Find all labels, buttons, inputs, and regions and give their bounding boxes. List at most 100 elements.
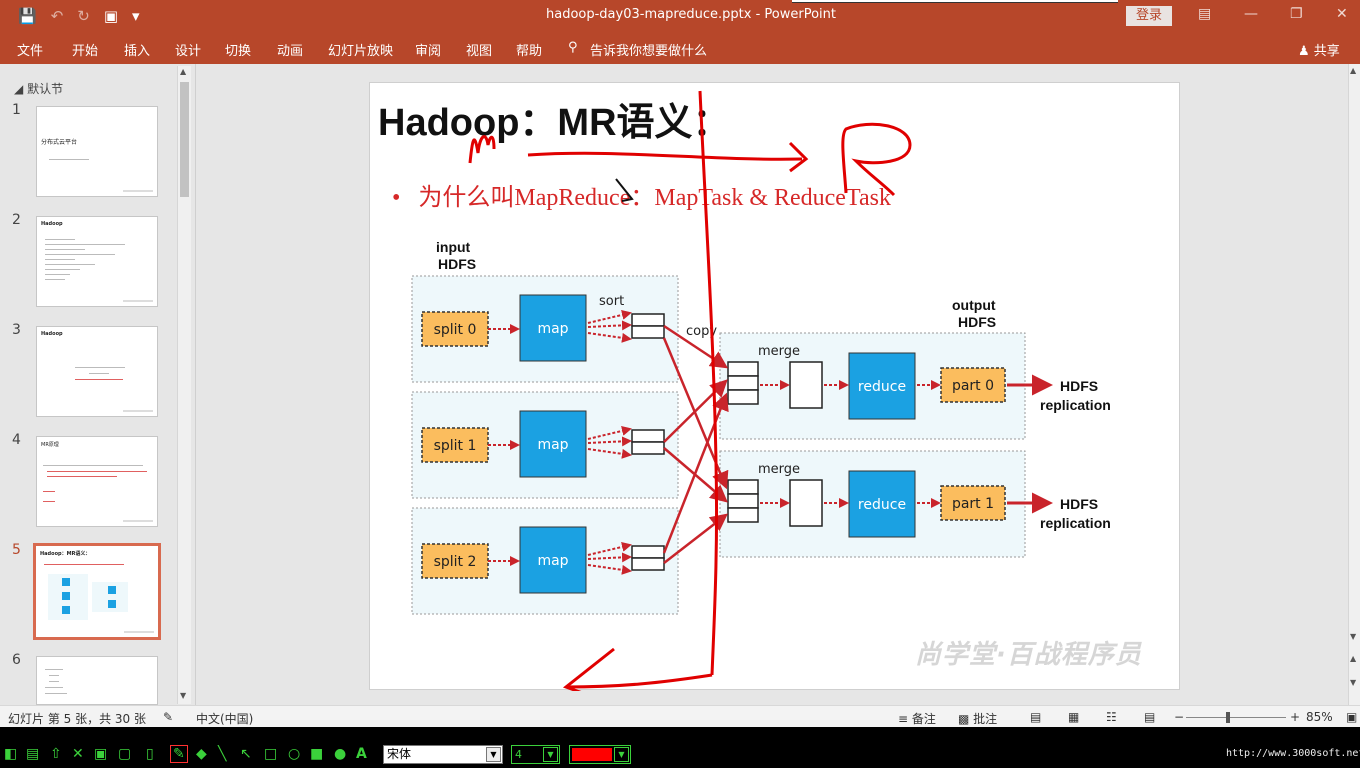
- fill-icon[interactable]: ◆: [196, 746, 207, 762]
- sort-buffer: [631, 313, 665, 327]
- slideshow-view-icon[interactable]: ▤: [1144, 710, 1156, 724]
- slide-thumbnail-4[interactable]: MR原理: [36, 436, 158, 527]
- slide-thumbnail-5[interactable]: Hadoop：MR语义：: [33, 543, 161, 640]
- slide-thumbnail-3[interactable]: Hadoop: [36, 326, 158, 417]
- next-slide-icon[interactable]: ▼: [1350, 678, 1357, 687]
- thumb-line: [45, 279, 65, 280]
- zoom-level[interactable]: 85%: [1306, 710, 1333, 724]
- line-icon[interactable]: ╲: [218, 746, 227, 762]
- pen-color-select[interactable]: ▼: [569, 745, 631, 764]
- eraser-icon[interactable]: ▯: [146, 746, 154, 762]
- login-button[interactable]: 登录: [1126, 6, 1172, 26]
- slide-thumbnail-1[interactable]: 分布式云平台: [36, 106, 158, 197]
- replication-label: HDFS: [1060, 378, 1098, 394]
- arrow: [587, 448, 632, 459]
- slide-sorter-icon[interactable]: ▦: [1068, 710, 1080, 724]
- tab-help[interactable]: 帮助: [516, 44, 543, 59]
- bullet-text: 为什么叫MapReduce：MapTask & ReduceTask: [418, 185, 891, 211]
- font-select[interactable]: 宋体 ▼: [383, 745, 503, 764]
- fit-slide-icon[interactable]: ▣: [1346, 710, 1358, 724]
- filled-rect-icon[interactable]: ■: [310, 746, 324, 762]
- tab-transitions[interactable]: 切换: [225, 44, 252, 59]
- normal-view-icon[interactable]: ▤: [1030, 710, 1042, 724]
- map-box: [519, 410, 587, 478]
- minimize-icon[interactable]: —: [1244, 6, 1258, 22]
- customize-qat-icon[interactable]: ▾: [132, 7, 140, 25]
- vendor-url[interactable]: http://www.3000soft.net: [1226, 748, 1360, 759]
- chevron-down-icon[interactable]: ▼: [543, 747, 558, 762]
- undo-icon[interactable]: ↶: [50, 7, 64, 25]
- tab-animations[interactable]: 动画: [277, 44, 304, 59]
- replication-label: replication: [1040, 397, 1111, 413]
- scroll-up-icon[interactable]: ▲: [1350, 66, 1357, 75]
- ribbon-display-icon[interactable]: ▤: [1198, 6, 1212, 22]
- scroll-thumb[interactable]: [180, 82, 189, 197]
- tell-me-search[interactable]: 告诉我你想要做什么: [590, 44, 708, 59]
- map-box: [519, 526, 587, 594]
- reading-view-icon[interactable]: ☷: [1106, 710, 1117, 724]
- present-icon[interactable]: ▣: [103, 7, 119, 25]
- upload-icon[interactable]: ⇧: [50, 746, 62, 762]
- title-bar: 💾 ↶ ↻ ▣ ▾ hadoop-day03-mapreduce.pptx - …: [0, 0, 1360, 33]
- tab-slideshow[interactable]: 幻灯片放映: [328, 44, 394, 59]
- text-tool-icon[interactable]: A: [356, 746, 367, 762]
- search-icon: ⚲: [568, 40, 578, 55]
- arrow-tool-icon[interactable]: ↖: [240, 746, 252, 762]
- tab-design[interactable]: 设计: [175, 44, 202, 59]
- thumb-line: [75, 379, 123, 380]
- thumb-line: [43, 465, 143, 466]
- scroll-down-icon[interactable]: ▼: [1350, 632, 1357, 641]
- prev-slide-icon[interactable]: ▲: [1350, 654, 1357, 663]
- zoom-in-icon[interactable]: +: [1290, 710, 1301, 724]
- spellcheck-icon[interactable]: ✎: [163, 710, 174, 724]
- restore-icon[interactable]: ❐: [1290, 6, 1303, 22]
- share-button[interactable]: ♟ 共享: [1298, 40, 1340, 59]
- merge-label: merge: [758, 462, 800, 477]
- close-icon[interactable]: ✕: [1336, 6, 1348, 22]
- slide-bullet[interactable]: •为什么叫MapReduce：MapTask & ReduceTask: [392, 177, 891, 212]
- merged-file: [789, 479, 823, 527]
- tab-view[interactable]: 视图: [466, 44, 493, 59]
- tab-home[interactable]: 开始: [72, 44, 99, 59]
- comments-button[interactable]: ▩ 批注: [958, 710, 997, 727]
- zoom-out-icon[interactable]: −: [1174, 710, 1185, 724]
- thumbnails-scrollbar[interactable]: ▲ ▼: [177, 66, 191, 704]
- scroll-down-icon[interactable]: ▼: [180, 691, 187, 700]
- close-icon[interactable]: ✕: [72, 746, 84, 762]
- slide-5[interactable]: Hadoop：MR语义： •为什么叫MapReduce：MapTask & Re…: [369, 82, 1180, 691]
- word-icon[interactable]: ▤: [26, 746, 40, 762]
- tab-file[interactable]: 文件: [17, 44, 44, 59]
- map-label: map: [537, 321, 568, 337]
- thumb-map-box: [62, 578, 70, 586]
- save-icon[interactable]: 💾: [18, 7, 37, 25]
- scroll-up-icon[interactable]: ▲: [180, 67, 187, 76]
- language-indicator[interactable]: 中文(中国): [196, 712, 254, 726]
- dock-icon[interactable]: ◧: [4, 746, 18, 762]
- save-icon[interactable]: ▣: [94, 746, 108, 762]
- thumb-line: [45, 264, 95, 265]
- chevron-down-icon[interactable]: ▼: [486, 747, 501, 762]
- zoom-slider[interactable]: [1186, 717, 1286, 718]
- ellipse-icon[interactable]: ○: [288, 746, 301, 762]
- folder-icon[interactable]: ▢: [118, 746, 132, 762]
- tab-insert[interactable]: 插入: [124, 44, 151, 59]
- slide-thumbnail-2[interactable]: Hadoop: [36, 216, 158, 307]
- tab-review[interactable]: 审阅: [415, 44, 442, 59]
- thumb-title: MR原理: [41, 442, 59, 448]
- filled-ellipse-icon[interactable]: ●: [334, 746, 347, 762]
- screen-draw-toolbar: ◧ ▤ ⇧ ✕ ▣ ▢ ▯ ✎ ◆ ╲ ↖ □ ○ ■ ● A 宋体 ▼ 4 ▼…: [0, 741, 1360, 768]
- pen-size-select[interactable]: 4 ▼: [511, 745, 560, 764]
- pen-icon[interactable]: ✎: [170, 745, 188, 763]
- split-label: split 2: [434, 554, 477, 570]
- chevron-down-icon[interactable]: ▼: [614, 747, 629, 762]
- slide-title[interactable]: Hadoop：MR语义：: [378, 102, 731, 144]
- slide-thumbnail-6[interactable]: [36, 656, 158, 705]
- notes-button[interactable]: ≡ 备注: [898, 710, 936, 727]
- thumb-footer: [124, 631, 154, 633]
- rectangle-icon[interactable]: □: [264, 746, 278, 762]
- editor-scrollbar[interactable]: ▲ ▼ ▲ ▼: [1348, 64, 1360, 705]
- arrow: [587, 425, 632, 440]
- redo-icon[interactable]: ↻: [77, 7, 90, 25]
- zoom-slider-knob[interactable]: [1226, 712, 1230, 723]
- section-header[interactable]: ◢ 默认节: [14, 80, 63, 97]
